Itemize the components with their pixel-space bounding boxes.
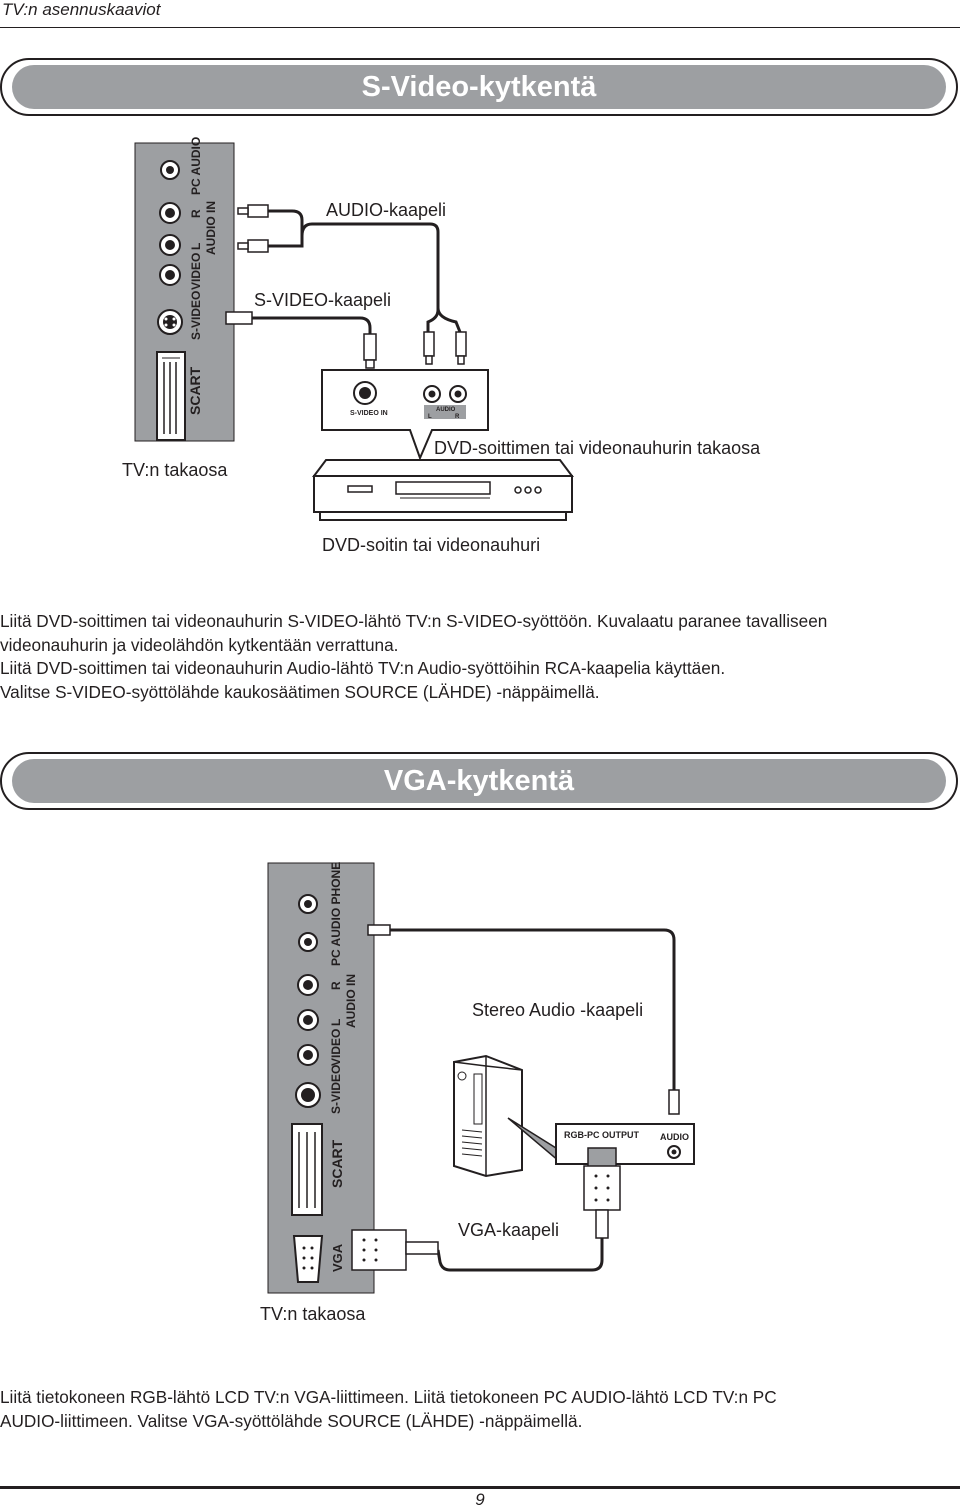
section2-paragraph-line: AUDIO-liittimeen. Valitse VGA-syöttölähd… [0,1410,583,1431]
section2-title: VGA-kytkentä [12,759,946,803]
scart-connector-2 [291,1123,323,1216]
pc-audio-label: AUDIO [660,1132,689,1142]
vga-diagram: VGA SCART S-VIDEO VIDEO L R AUDIO IN PC … [260,862,695,1324]
section1-paragraph-line: Liitä DVD-soittimen tai videonauhurin Au… [0,658,726,678]
section1-title: S-Video-kytkentä [12,65,946,109]
rca-video-jack-2 [297,1044,319,1066]
vga-cable-label: VGA-kaapeli [458,1220,559,1240]
audio-cable [268,209,462,333]
dvd-player-label: DVD-soitin tai videonauhuri [322,535,540,555]
panel-label-pc-audio: PC AUDIO [189,137,203,195]
pc-audio-phone-jack [298,894,318,914]
rgb-pc-output-label: RGB-PC OUTPUT [564,1130,639,1140]
panel-label-l-2: L [329,1019,343,1026]
footer-rule [0,1486,960,1489]
header-rule [0,27,960,28]
pc-back-callout: RGB-PC OUTPUT AUDIO [555,1123,695,1165]
panel-label-l: L [189,243,203,250]
panel-label-svideo: S-VIDEO [189,291,203,340]
section2-instructions: Liitä tietokoneen RGB-lähtö LCD TV:n VGA… [0,1386,960,1433]
stereo-audio-cable [390,928,676,1090]
page-header-title: TV:n asennuskaaviot [2,0,161,19]
rca-l-jack [297,1009,319,1031]
svideo-connector [157,309,183,335]
dvd-player-illustration [312,459,574,521]
dvd-audio-r-label: R [455,414,460,420]
stereo-plug-tv [367,924,391,936]
tv-back-panel-vga [267,862,375,1294]
section1-paragraph-line: videonauhurin ja videolähdön kytkentään … [0,634,399,655]
section1-banner: S-Video-kytkentä [0,58,958,116]
pc-tower-illustration [453,1054,523,1178]
stereo-plug-pc [668,1089,680,1115]
panel-label-video-2: VIDEO [329,1029,343,1066]
panel-label-svideo-2: S-VIDEO [329,1065,343,1114]
audio-plug-l [237,239,269,253]
rca-r-jack [297,974,319,996]
svideo-diagram: SCART S-VIDEO VIDEO L R AUDIO IN PC AUDI… [122,137,761,555]
svideo-plug-tv [225,311,253,325]
section1-instructions: Liitä DVD-soittimen tai videonauhurin S-… [0,610,960,704]
tv-back-label: TV:n takaosa [122,460,228,480]
dvd-audio-label: AUDIO [436,407,456,413]
scart-connector [156,351,186,441]
vga-cable [436,1238,604,1272]
page-number: 9 [475,1490,485,1509]
vga-plug-tv [351,1229,439,1271]
panel-label-vga: VGA [330,1243,345,1272]
svideo-in-label: S-VIDEO IN [350,410,388,417]
section2-paragraph-line: Liitä tietokoneen RGB-lähtö LCD TV:n VGA… [0,1387,777,1407]
dvd-audio-l-label: L [428,414,432,420]
svideo-plug-dvd [363,333,377,369]
pc-audio-jack [160,160,180,180]
audio-plug-dvd-l [423,331,435,365]
tv-jack-2 [298,932,318,952]
audio-plug-r [237,204,269,218]
section2-banner: VGA-kytkentä [0,752,958,810]
audio-cable-label: AUDIO-kaapeli [326,200,446,220]
rca-video-jack [159,264,181,286]
audio-plug-dvd-r [455,331,467,365]
panel-label-audio-in: AUDIO IN [204,201,218,255]
panel-label-scart-2: SCART [329,1139,345,1188]
panel-label-r: R [189,209,203,218]
tv-back-label-2: TV:n takaosa [260,1304,366,1324]
panel-label-r-2: R [329,981,343,990]
stereo-cable-label: Stereo Audio -kaapeli [472,1000,643,1020]
vga-connector [292,1235,324,1283]
dvd-back-callout: S-VIDEO IN AUDIO L R [321,369,489,461]
panel-label-pc-audio-phone: PC AUDIO PHONE [329,862,343,966]
section1-paragraph-line: Valitse S-VIDEO-syöttölähde kaukosäätime… [0,681,600,702]
panel-label-scart: SCART [187,366,203,415]
panel-label-audio-in-2: AUDIO IN [344,974,358,1028]
dvd-back-label: DVD-soittimen tai videonauhurin takaosa [434,438,761,458]
panel-label-video: VIDEO [189,253,203,290]
vga-plug-pc [583,1147,621,1239]
svideo-cable [252,316,372,334]
svideo-connector-2 [295,1082,321,1108]
rca-audio-r-jack [159,202,181,224]
svideo-cable-label: S-VIDEO-kaapeli [254,290,391,310]
rca-audio-l-jack [159,234,181,256]
section1-paragraph-line: Liitä DVD-soittimen tai videonauhurin S-… [0,611,828,631]
